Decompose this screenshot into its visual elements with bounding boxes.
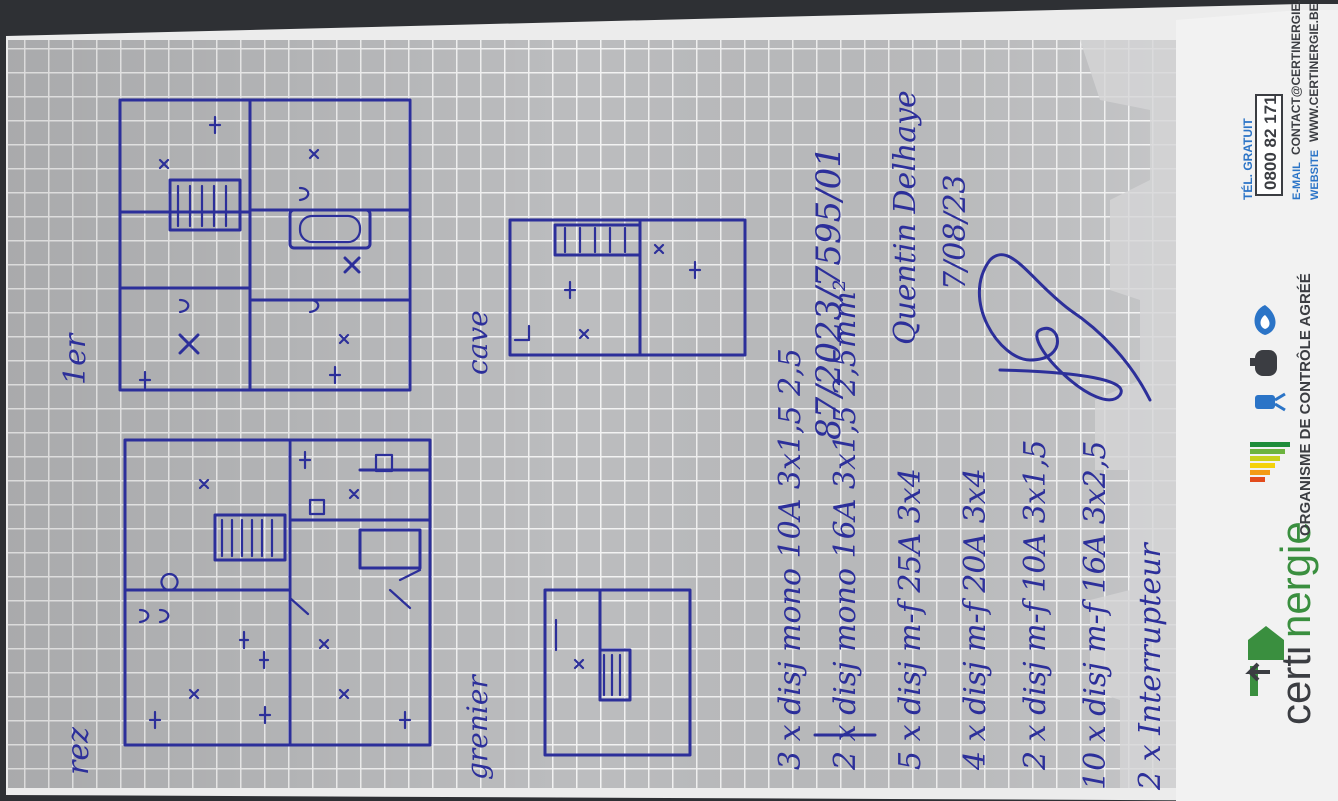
note-line-1: 3 x disj mono 10A 3x1,5 2,5 [773,348,808,770]
phone-label: TÉL. GRATUIT [1240,118,1255,200]
ground-floor-label: rez [61,727,96,775]
certinergie-house-logo-icon [1245,626,1284,696]
website-url[interactable]: WWW.CERTINERGIE.BE [1307,3,1321,142]
attic-plan [543,588,692,757]
email-label: E-MAIL [1291,162,1303,200]
phone-box [1255,94,1283,196]
skyline-watermark [1080,40,1176,788]
first-floor-label: 1er [58,332,93,385]
gas-flame-icon [1254,305,1276,335]
handwritten-signature [977,253,1152,402]
oil-tank-icon [1250,350,1277,376]
cellar-plan [508,218,747,357]
note-line-4: 4 x disj m-f 20A 3x4 [958,468,993,771]
note-line-3: 5 x disj m-f 25A 3x4 [893,468,928,770]
note-line-2: 2 x disj mono 16A 3x1,5 2,5mm² [828,279,863,771]
email-address[interactable]: CONTACT@CERTINERGIE.BE [1289,0,1303,155]
website-label: WEBSITE [1309,150,1321,200]
electric-plug-icon [1255,392,1286,412]
brand-block: certi nergie ORGANISME DE CONTRÔLE AGRÉÉ [1240,0,1321,725]
attic-label: grenier [461,674,494,780]
energy-label-bars-icon [1250,442,1290,482]
first-floor-plan [118,98,412,392]
note-line-6: 10 x disj m-f 16A 3x2,5 [1078,440,1113,790]
note-line-7: 2 x Interrupteur [1133,542,1168,791]
reference-number: 87/2023/7595/01 [809,146,849,440]
phone-number: 0800 82 171 [1261,95,1280,190]
inspection-date: 7/08/23 [938,174,973,290]
logo-text-nergie: nergie [1272,521,1319,638]
cellar-label: cave [461,310,494,375]
ground-floor-plan [123,438,432,747]
signatory-name: Quentin Delhaye [888,90,923,345]
note-line-5: 2 x disj m-f 10A 3x1,5 [1018,440,1053,771]
brand-tagline: ORGANISME DE CONTRÔLE AGRÉÉ [1296,273,1314,536]
